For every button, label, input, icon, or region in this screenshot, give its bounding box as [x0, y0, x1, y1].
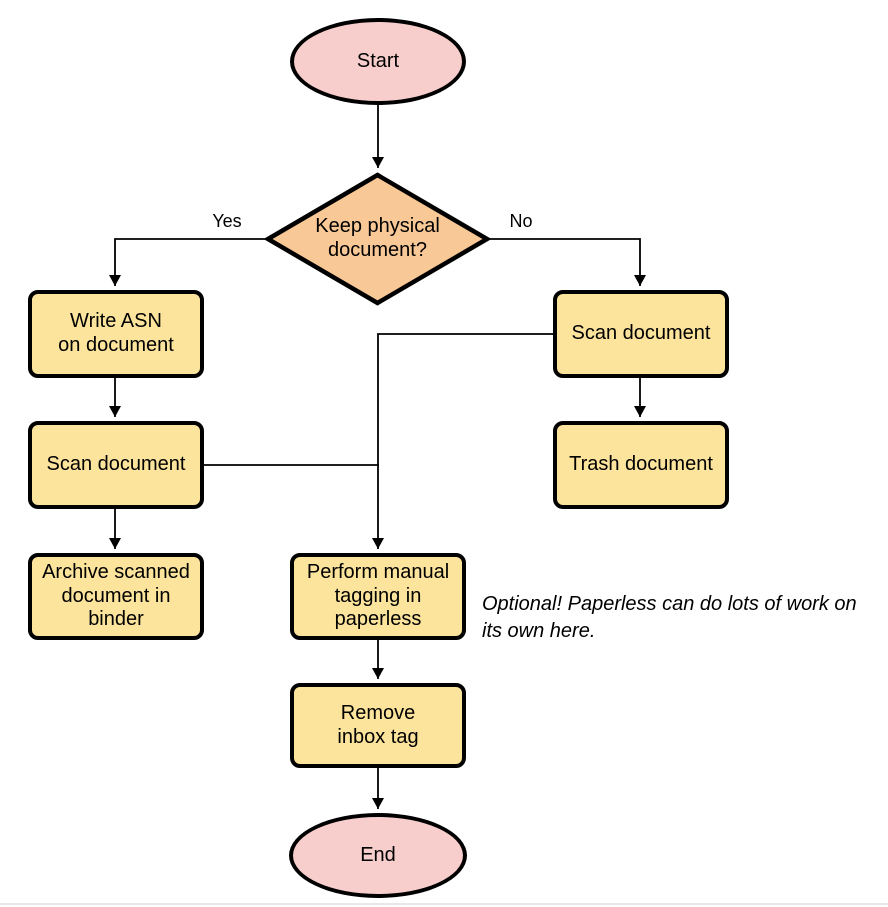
bottom-divider	[0, 903, 888, 905]
diamond-shape	[265, 172, 490, 306]
node-archive-label: Archive scanned document in binder	[42, 561, 190, 631]
node-remove-inbox-tag: Remove inbox tag	[290, 683, 466, 768]
node-scan-document-left: Scan document	[28, 421, 204, 509]
node-start-label: Start	[356, 49, 400, 72]
node-decision-label: Keep physical document?	[315, 215, 440, 261]
note-optional-paperless: Optional! Paperless can do lots of work …	[482, 593, 857, 642]
node-write-asn-label: Write ASN on document	[58, 310, 174, 356]
node-end-label: End	[360, 843, 396, 866]
node-remove-inbox-label: Remove inbox tag	[337, 701, 419, 748]
edge-decision-yes-to-write-asn	[109, 238, 266, 286]
node-archive-scanned-document: Archive scanned document in binder	[28, 553, 204, 640]
edge-scan-right-to-tagging	[372, 333, 553, 549]
node-perform-manual-tagging: Perform manual tagging in paperless	[290, 553, 466, 640]
edge-label-no: No	[506, 211, 536, 232]
node-trash-label: Trash document	[569, 453, 713, 476]
edge-decision-no-to-scan	[489, 238, 646, 286]
node-end: End	[289, 813, 467, 898]
node-tagging-label: Perform manual tagging in paperless	[306, 561, 450, 631]
edge-label-yes: Yes	[209, 211, 245, 232]
node-start: Start	[290, 18, 466, 105]
node-decision-keep-physical-document: Keep physical document?	[265, 172, 490, 306]
node-trash-document: Trash document	[553, 421, 729, 509]
node-scan-left-label: Scan document	[46, 453, 186, 476]
node-write-asn-on-document: Write ASN on document	[28, 290, 204, 378]
node-scan-right-label: Scan document	[571, 322, 711, 345]
node-scan-document-right: Scan document	[553, 290, 729, 378]
